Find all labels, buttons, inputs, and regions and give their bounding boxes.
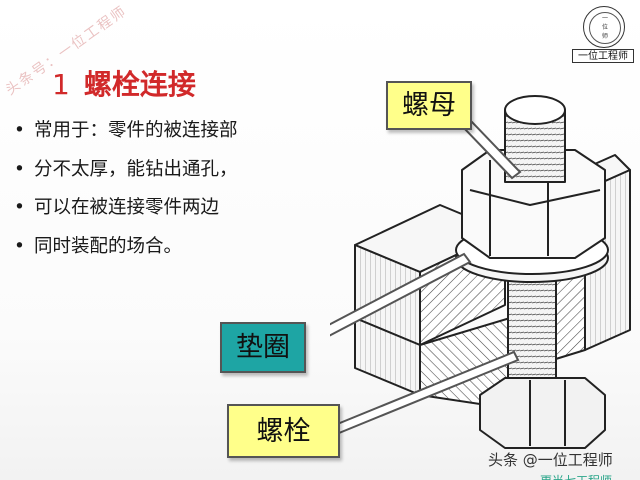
bullet-item: • 分不太厚，能钻出通孔， [14,155,238,194]
bullet-dot: • [14,120,25,141]
bullet-text: 常用于：零件的被连接部 [34,120,238,141]
seal-logo: 一 位 师 一位工程师 [572,6,634,63]
seal-char-3: 师 [601,33,608,40]
callout-nut: 螺母 [386,81,472,130]
seal-circle: 一 位 师 [583,6,625,48]
seal-char-1: 一 [601,15,608,22]
bolt-head [479,377,606,449]
seal-char-2: 位 [601,24,608,31]
seal-label: 一位工程师 [572,49,634,63]
bullet-item: • 常用于：零件的被连接部 [14,116,238,155]
bolt-tip [504,95,566,125]
bullet-dot: • [14,235,25,257]
bullet-item: • 可以在被连接零件两边 [14,193,238,232]
callout-bolt: 螺栓 [227,404,340,458]
bullet-text: 同时装配的场合。 [34,235,183,257]
bolt-shank [507,264,557,391]
bullet-dot: • [14,158,25,180]
bullet-item: • 同时装配的场合。 [14,232,238,271]
leader-washer [330,252,472,337]
callout-washer: 垫圈 [220,322,306,373]
title-number: 1 [52,68,70,101]
title-text: 螺栓连接 [83,68,196,101]
slide-title: 1 螺栓连接 [52,63,196,103]
bullet-dot: • [14,197,25,218]
bullet-list: • 常用于：零件的被连接部 • 分不太厚，能钻出通孔， • 可以在被连接零件两边 • 同… [14,116,238,270]
footer-attribution: 头条 @一位工程师 [488,451,613,469]
bullet-text: 可以在被连接零件两边 [34,197,220,218]
bolt-joint-drawing [330,95,631,449]
bullet-text: 分不太厚，能钻出通孔， [34,158,238,180]
footer-partial-text: 更当七工程师 [540,472,612,480]
